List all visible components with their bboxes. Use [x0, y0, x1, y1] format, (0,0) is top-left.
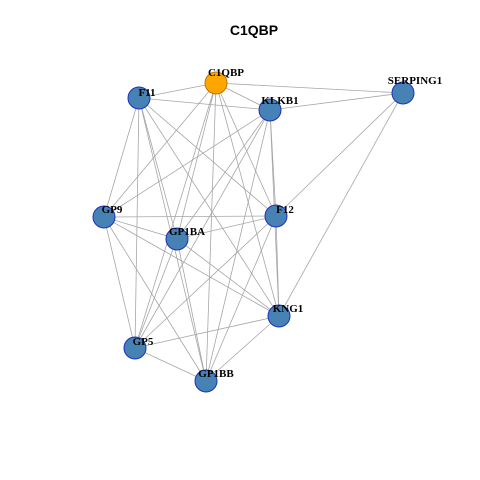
edge-f12-kng1 — [275, 215, 280, 317]
node-label-gp1bb: GP1BB — [198, 368, 234, 380]
edge-gp5-gp1bb — [134, 347, 207, 382]
node-gp1ba[interactable]: GP1BA — [165, 226, 205, 251]
edge-klkb1-gp1bb — [205, 109, 271, 382]
node-label-gp1ba: GP1BA — [169, 226, 205, 238]
edge-c1qbp-gp1ba — [176, 82, 217, 240]
edge-c1qbp-gp9 — [103, 82, 217, 218]
edge-kng1-gp5 — [134, 315, 280, 349]
node-gp9[interactable]: GP9 — [92, 204, 123, 229]
node-circle-f12[interactable] — [264, 204, 288, 228]
edge-gp9-gp1ba — [103, 216, 178, 240]
edge-c1qbp-gp1bb — [205, 82, 217, 382]
edge-f11-f12 — [138, 97, 277, 217]
node-circle-gp1bb[interactable] — [194, 369, 218, 393]
edge-gp9-gp1bb — [103, 216, 207, 382]
edge-gp1ba-kng1 — [176, 238, 280, 317]
edge-gp9-gp5 — [103, 216, 136, 349]
edge-c1qbp-f12 — [215, 82, 277, 217]
edge-klkb1-gp9 — [103, 109, 271, 218]
node-gp1bb[interactable]: GP1BB — [194, 368, 234, 393]
node-label-f11: F11 — [138, 87, 155, 99]
edge-klkb1-gp1ba — [176, 109, 271, 240]
node-f12[interactable]: F12 — [264, 204, 294, 228]
node-label-klkb1: KLKB1 — [261, 95, 298, 107]
edge-c1qbp-kng1 — [215, 82, 280, 317]
node-circle-gp1ba[interactable] — [165, 227, 189, 251]
node-circle-gp9[interactable] — [92, 205, 116, 229]
edge-klkb1-serping1 — [269, 92, 404, 111]
edge-serping1-f12 — [275, 92, 404, 217]
edge-c1qbp-serping1 — [215, 82, 404, 94]
edge-gp9-f12 — [103, 215, 277, 218]
node-label-f12: F12 — [276, 204, 294, 216]
edge-gp1ba-gp5 — [134, 238, 178, 349]
edge-serping1-kng1 — [278, 92, 404, 317]
node-gp5[interactable]: GP5 — [123, 336, 154, 360]
diagram-title: C1QBP — [230, 22, 278, 38]
node-label-gp9: GP9 — [102, 204, 123, 216]
edge-f12-gp5 — [134, 215, 277, 349]
edge-f11-kng1 — [138, 97, 280, 317]
edge-klkb1-gp5 — [134, 109, 271, 349]
edge-c1qbp-gp5 — [134, 82, 217, 349]
node-circle-serping1[interactable] — [391, 81, 415, 105]
edge-f11-gp1ba — [138, 97, 178, 240]
edges-layer — [103, 82, 404, 382]
node-circle-klkb1[interactable] — [258, 98, 282, 122]
node-c1qbp[interactable]: C1QBP — [204, 67, 244, 95]
edge-gp9-kng1 — [103, 216, 280, 317]
node-label-c1qbp: C1QBP — [208, 67, 244, 79]
node-circle-gp5[interactable] — [123, 336, 147, 360]
node-kng1[interactable]: KNG1 — [267, 303, 304, 328]
edge-gp1ba-gp1bb — [176, 238, 207, 382]
node-label-serping1: SERPING1 — [388, 75, 442, 87]
edge-f12-gp1ba — [176, 215, 277, 240]
node-f11[interactable]: F11 — [127, 86, 156, 110]
node-label-gp5: GP5 — [133, 336, 154, 348]
node-label-kng1: KNG1 — [273, 303, 304, 315]
node-circle-kng1[interactable] — [267, 304, 291, 328]
node-klkb1[interactable]: KLKB1 — [258, 95, 299, 122]
edge-c1qbp-f11 — [138, 82, 217, 99]
node-serping1[interactable]: SERPING1 — [388, 75, 442, 105]
edge-f11-gp9 — [103, 97, 140, 218]
node-circle-f11[interactable] — [127, 86, 151, 110]
edge-f11-klkb1 — [138, 97, 271, 111]
node-circle-c1qbp[interactable] — [204, 71, 228, 95]
edge-f12-gp1bb — [205, 215, 277, 382]
edge-kng1-gp1bb — [205, 315, 280, 382]
edge-f11-gp5 — [134, 97, 140, 349]
